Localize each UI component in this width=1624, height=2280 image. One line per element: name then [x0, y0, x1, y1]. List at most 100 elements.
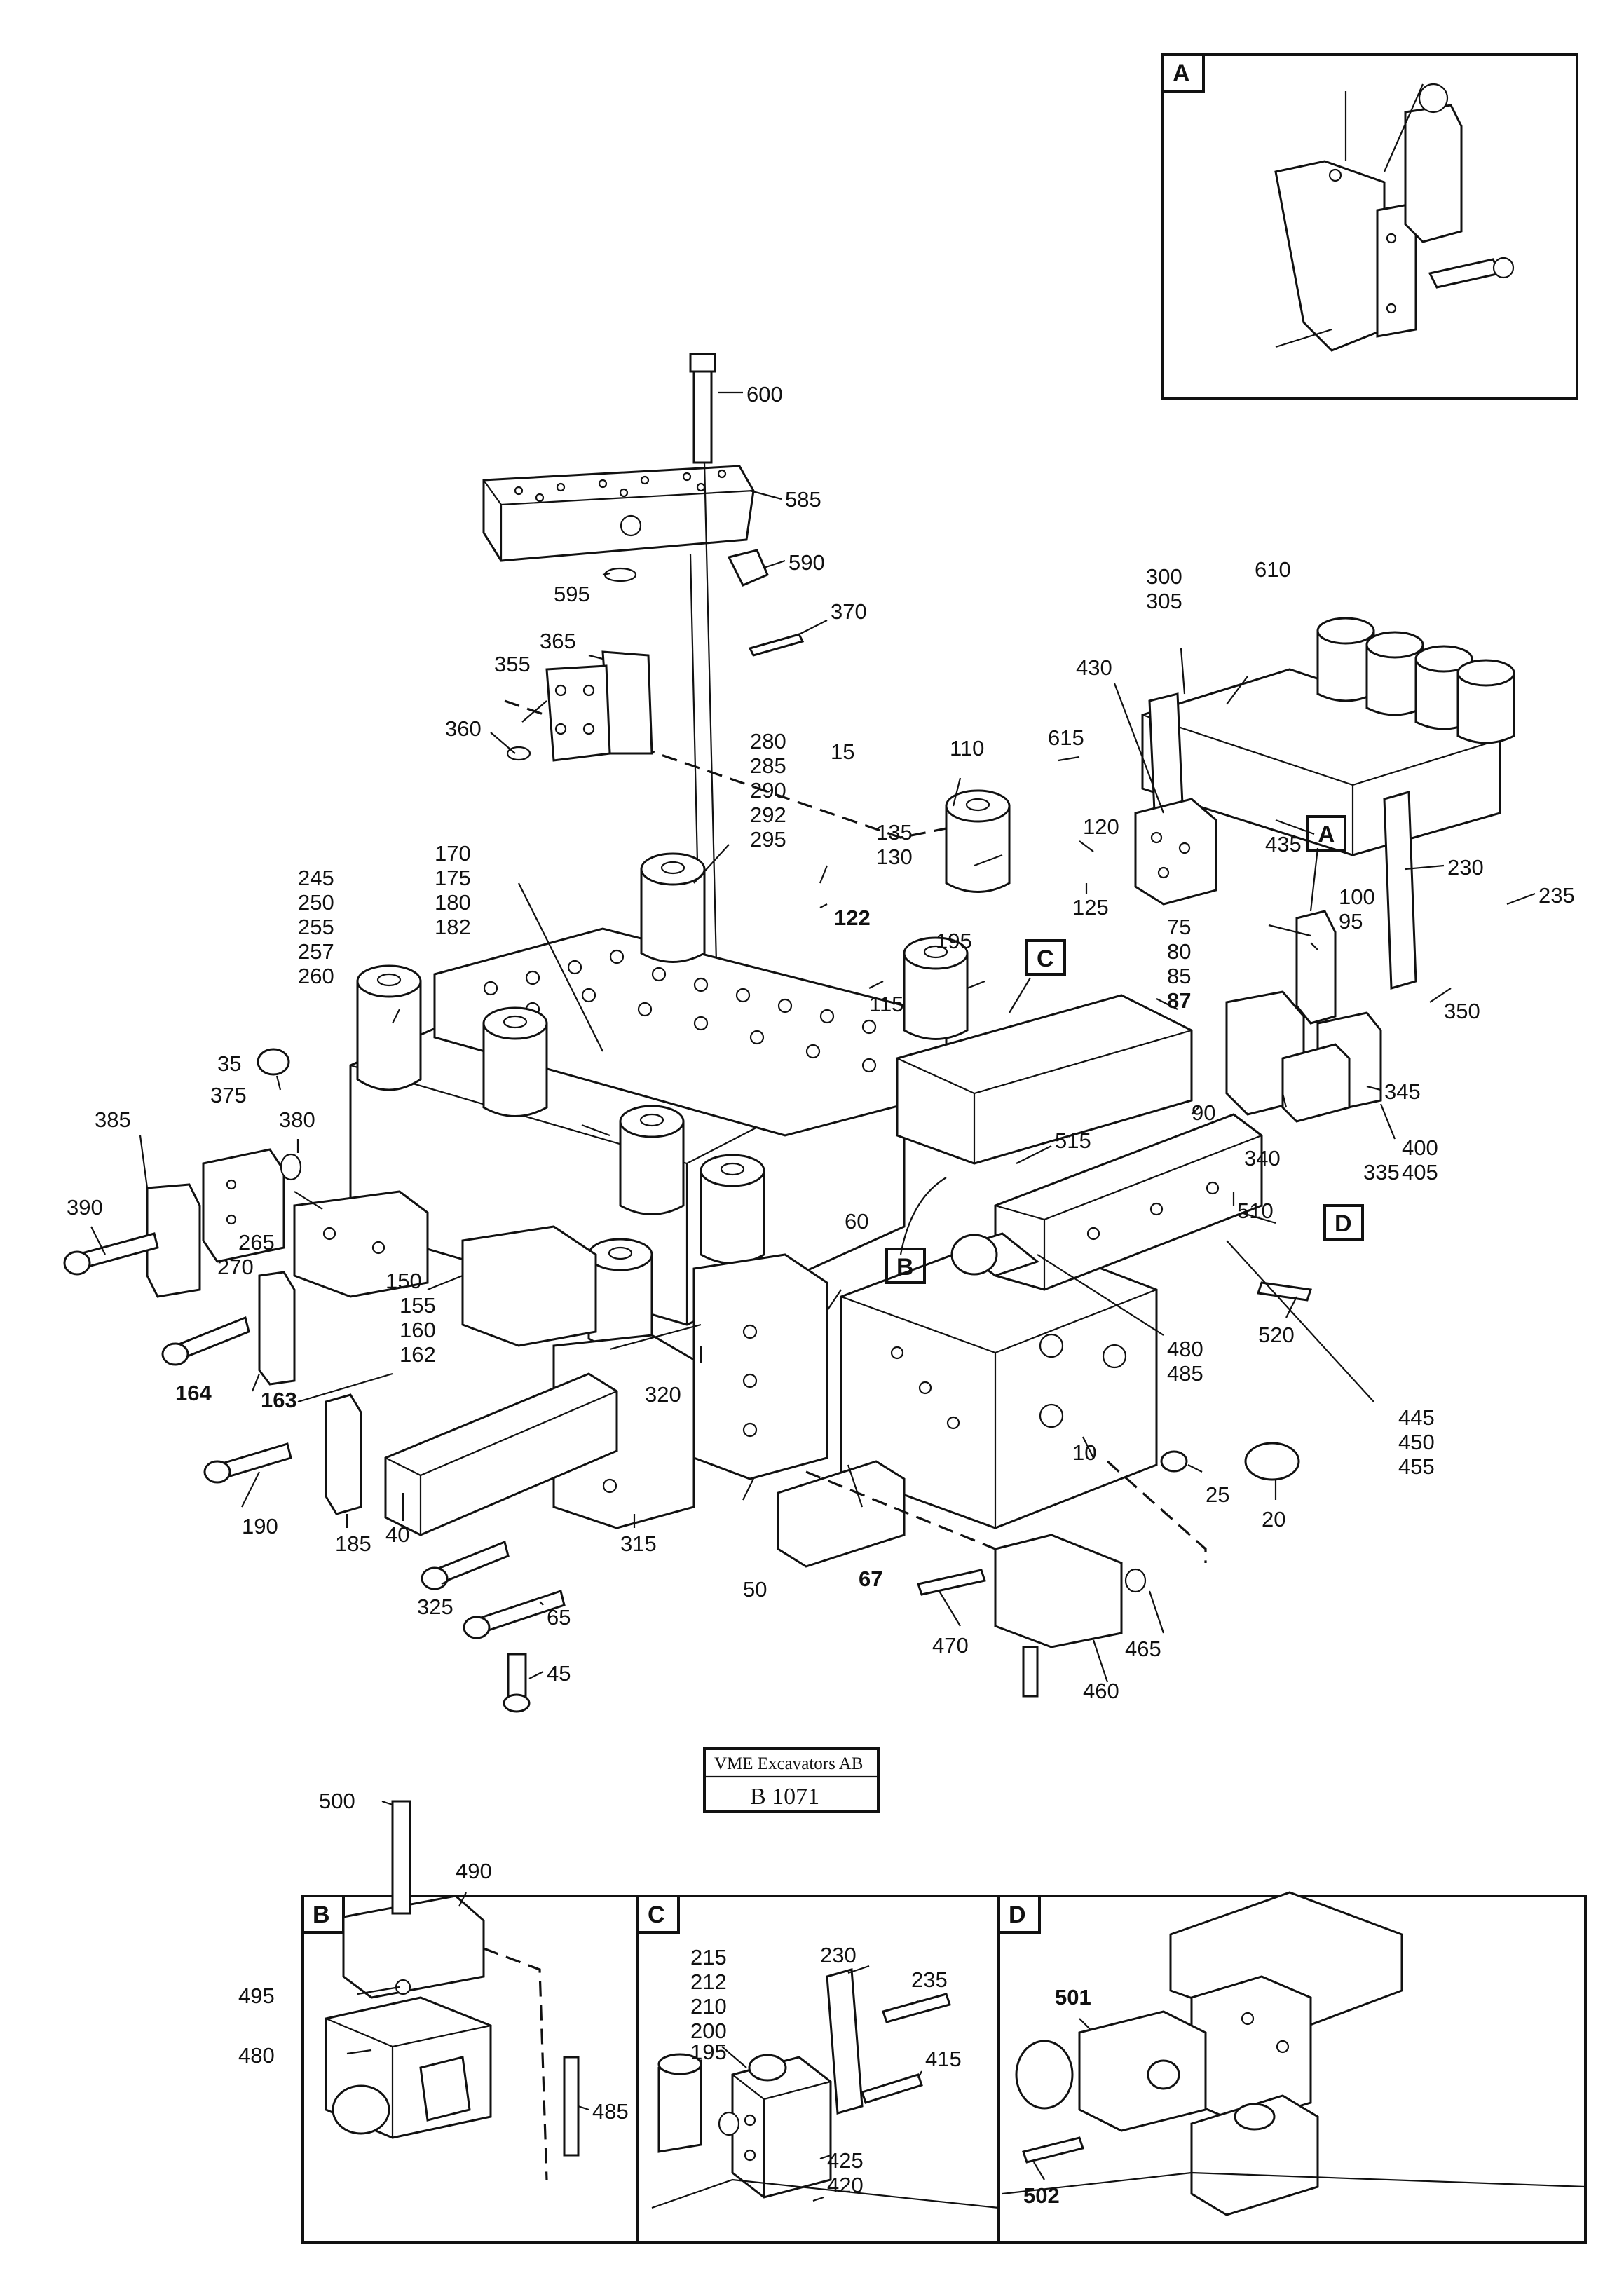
- solenoid-182: [482, 1006, 548, 1117]
- block-163: [258, 1271, 296, 1386]
- callout: 340: [1244, 1146, 1281, 1170]
- callout: 480: [1167, 1337, 1203, 1361]
- callout: 425: [827, 2148, 864, 2173]
- callout: 245: [298, 866, 334, 890]
- callout: 305: [1146, 589, 1182, 613]
- valve-body-50: [692, 1253, 828, 1480]
- marker-c: C: [1025, 939, 1066, 976]
- callout: 470: [932, 1633, 969, 1658]
- detail-box-b: B 500 490 495 480 485: [238, 1789, 629, 2180]
- callout: 315: [620, 1531, 657, 1556]
- plug-20: [1244, 1442, 1300, 1481]
- assembly-outline-dashed: [504, 699, 954, 839]
- callout: 200: [690, 2019, 727, 2043]
- title-code: B 1071: [750, 1784, 819, 1810]
- callout: 430: [1076, 655, 1112, 680]
- callout: 290: [750, 778, 786, 803]
- callout: 164: [175, 1381, 212, 1405]
- callout: 445: [1398, 1405, 1435, 1430]
- main-assembly: [63, 353, 1536, 1713]
- callout: 175: [435, 866, 471, 890]
- callout: 405: [1402, 1160, 1438, 1185]
- callout: 80: [1167, 939, 1191, 964]
- callout: 122: [834, 906, 871, 930]
- callout: 400: [1402, 1135, 1438, 1160]
- detail-c-label: C: [648, 1902, 665, 1928]
- marker-b: B: [885, 1248, 926, 1284]
- callout: 460: [1083, 1679, 1119, 1703]
- block-375: [202, 1148, 285, 1263]
- callout: 600: [746, 382, 783, 407]
- callout: 85: [1167, 964, 1191, 988]
- callout: 585: [785, 487, 821, 512]
- base-plate-holes: [483, 949, 877, 1073]
- callout: 125: [1072, 895, 1109, 920]
- callout: 162: [400, 1342, 436, 1367]
- callout: 90: [1192, 1100, 1215, 1125]
- callout: 465: [1125, 1637, 1161, 1661]
- title-company: VME Excavators AB: [714, 1754, 863, 1773]
- callout: 15: [831, 739, 854, 764]
- callout: 163: [261, 1388, 297, 1412]
- callout: 360: [445, 716, 482, 741]
- callout: 255: [298, 915, 334, 939]
- callout: 60: [845, 1209, 868, 1234]
- block-430: [1134, 798, 1217, 906]
- valve-460: [994, 1534, 1123, 1648]
- detail-d-label: D: [1009, 1902, 1026, 1928]
- callout: 320: [645, 1382, 681, 1407]
- callout: 385: [95, 1107, 131, 1132]
- callout: 130: [876, 845, 913, 869]
- callout: 160: [400, 1318, 436, 1342]
- detail-box-c: C 215 212 210 200 195 230 235 415 425 42…: [636, 1895, 999, 2209]
- callout: 155: [400, 1293, 436, 1318]
- solenoid-mid: [619, 1105, 685, 1215]
- marker-a: A: [1306, 815, 1346, 852]
- callout: 325: [417, 1595, 453, 1619]
- callout: 170: [435, 841, 471, 866]
- callout: 40: [385, 1522, 409, 1547]
- valve-body-150: [461, 1225, 597, 1347]
- callout: 230: [820, 1943, 857, 1967]
- callout: 45: [547, 1661, 571, 1686]
- bar-40: [384, 1372, 618, 1536]
- callout: 420: [827, 2173, 864, 2197]
- solenoid-315: [587, 1238, 653, 1349]
- callout: 115: [869, 992, 903, 1016]
- svg-text:A: A: [1318, 821, 1335, 848]
- detail-b-label: B: [313, 1902, 330, 1928]
- callout: 190: [242, 1514, 278, 1538]
- callout: 370: [831, 599, 867, 624]
- callout: 435: [1265, 832, 1302, 856]
- detail-box-a: A: [1161, 53, 1578, 400]
- svg-text:C: C: [1037, 946, 1054, 972]
- svg-text:B: B: [896, 1254, 914, 1281]
- callout: 610: [1255, 557, 1291, 582]
- callout: 590: [789, 550, 825, 575]
- solenoid-295: [640, 852, 706, 963]
- detail-box-d: D 501 502: [997, 1891, 1586, 2216]
- callout: 375: [210, 1083, 247, 1107]
- bottom-detail-panels: [301, 1895, 1587, 2244]
- callout: 350: [1444, 999, 1480, 1023]
- block-80: [896, 994, 1193, 1165]
- callout: 485: [592, 2099, 629, 2124]
- svg-text:D: D: [1335, 1210, 1352, 1237]
- callout: 501: [1055, 1985, 1091, 2009]
- callout: 215: [690, 1945, 727, 1970]
- callout: 280: [750, 729, 786, 753]
- callout: 285: [750, 753, 786, 778]
- callout: 135: [876, 820, 913, 845]
- block-185: [325, 1393, 362, 1515]
- callout: 295: [750, 827, 786, 852]
- callout: 335: [1363, 1160, 1400, 1185]
- callout: 257: [298, 939, 334, 964]
- callout: 615: [1048, 725, 1084, 750]
- callout: 490: [456, 1859, 492, 1883]
- callout: 75: [1167, 915, 1191, 939]
- callout: 195: [690, 2040, 727, 2064]
- callout: 185: [335, 1531, 371, 1556]
- callout: 95: [1339, 909, 1363, 934]
- callout: 480: [238, 2043, 275, 2068]
